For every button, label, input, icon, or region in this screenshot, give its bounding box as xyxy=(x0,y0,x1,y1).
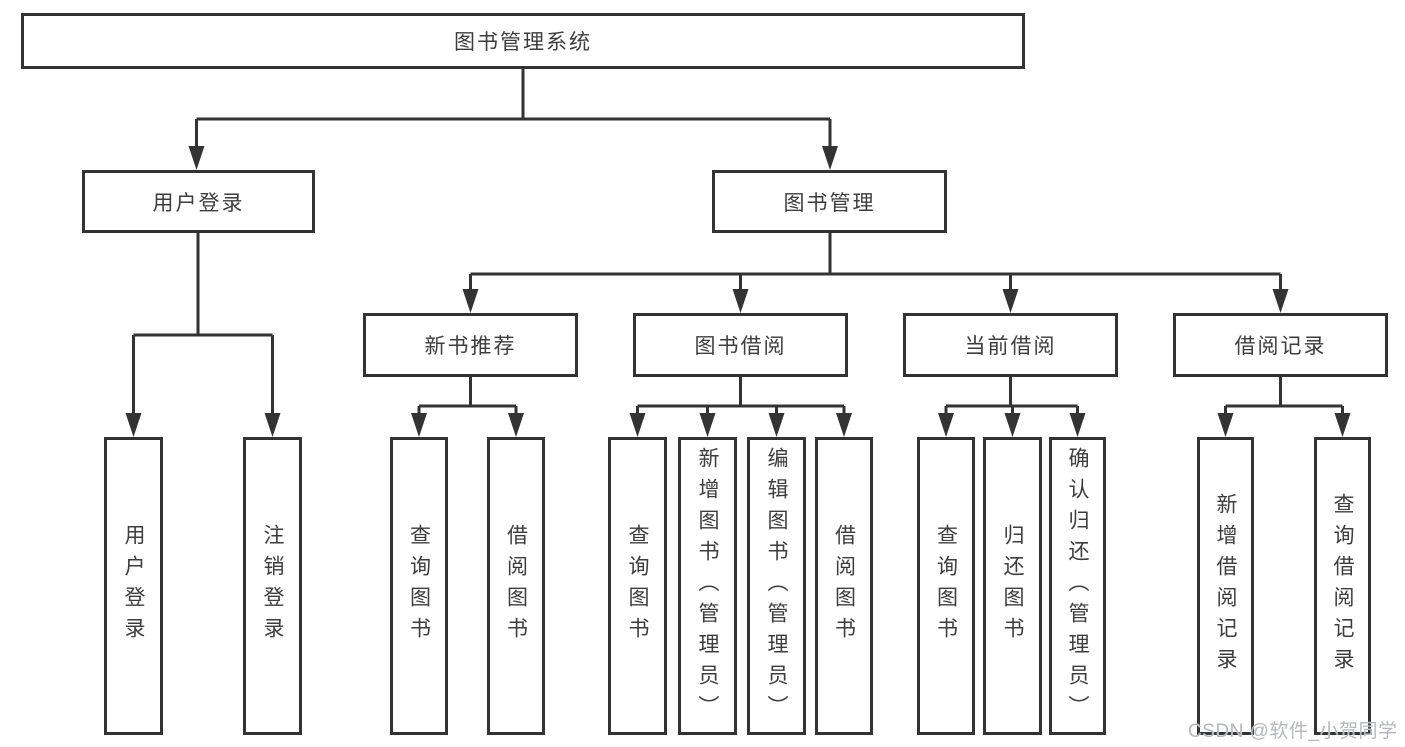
node-label: 借阅记录 xyxy=(1234,335,1327,358)
node-book-borrow: 图书借阅 xyxy=(633,313,848,377)
leaf-borrow-book-2: 借阅图书 xyxy=(815,437,873,735)
leaf-label: 新增图书（管理员） xyxy=(696,446,719,726)
node-root-label: 图书管理系统 xyxy=(454,31,592,54)
leaf-borrow-book-1: 借阅图书 xyxy=(487,437,545,735)
leaf-label: 查询图书 xyxy=(407,524,431,648)
leaf-query-book-2: 查询图书 xyxy=(608,437,667,735)
leaf-query-borrow-record: 查询借阅记录 xyxy=(1314,437,1371,735)
node-label: 新书推荐 xyxy=(424,335,517,358)
leaf-label: 用户登录 xyxy=(122,524,145,648)
leaf-label: 借阅图书 xyxy=(504,524,528,648)
arrowhead-icon xyxy=(125,146,1351,437)
leaf-add-book-admin: 新增图书（管理员） xyxy=(678,437,737,735)
leaf-label: 确认归还（管理员） xyxy=(1066,446,1089,726)
node-label: 图书管理 xyxy=(783,191,876,215)
leaf-label: 编辑图书（管理员） xyxy=(765,446,788,726)
node-user-login: 用户登录 xyxy=(82,170,315,233)
node-book-management: 图书管理 xyxy=(712,170,947,233)
leaf-return-book: 归还图书 xyxy=(983,437,1042,735)
leaf-label: 借阅图书 xyxy=(832,524,856,648)
leaf-label: 查询图书 xyxy=(626,524,649,648)
node-label: 图书借阅 xyxy=(694,335,787,358)
node-current-borrow: 当前借阅 xyxy=(903,313,1118,377)
node-root-system: 图书管理系统 xyxy=(21,13,1025,69)
node-label: 当前借阅 xyxy=(964,335,1057,358)
leaf-confirm-return-admin: 确认归还（管理员） xyxy=(1049,437,1106,735)
leaf-add-borrow-record: 新增借阅记录 xyxy=(1197,437,1254,735)
leaf-user-login: 用户登录 xyxy=(104,437,163,735)
leaf-logout: 注销登录 xyxy=(243,437,302,735)
leaf-label: 查询借阅记录 xyxy=(1331,493,1354,679)
leaf-label: 归还图书 xyxy=(1001,524,1024,648)
node-label: 用户登录 xyxy=(152,191,245,215)
csdn-watermark: CSDN @软件_小贺同学 xyxy=(1188,721,1398,742)
leaf-label: 新增借阅记录 xyxy=(1214,493,1237,679)
node-borrow-record: 借阅记录 xyxy=(1173,313,1388,377)
leaf-label: 注销登录 xyxy=(261,524,284,648)
leaf-label: 查询图书 xyxy=(934,524,958,648)
node-new-book-recommend: 新书推荐 xyxy=(363,313,578,377)
leaf-query-book-1: 查询图书 xyxy=(390,437,448,735)
leaf-query-book-3: 查询图书 xyxy=(917,437,975,735)
leaf-edit-book-admin: 编辑图书（管理员） xyxy=(747,437,806,735)
